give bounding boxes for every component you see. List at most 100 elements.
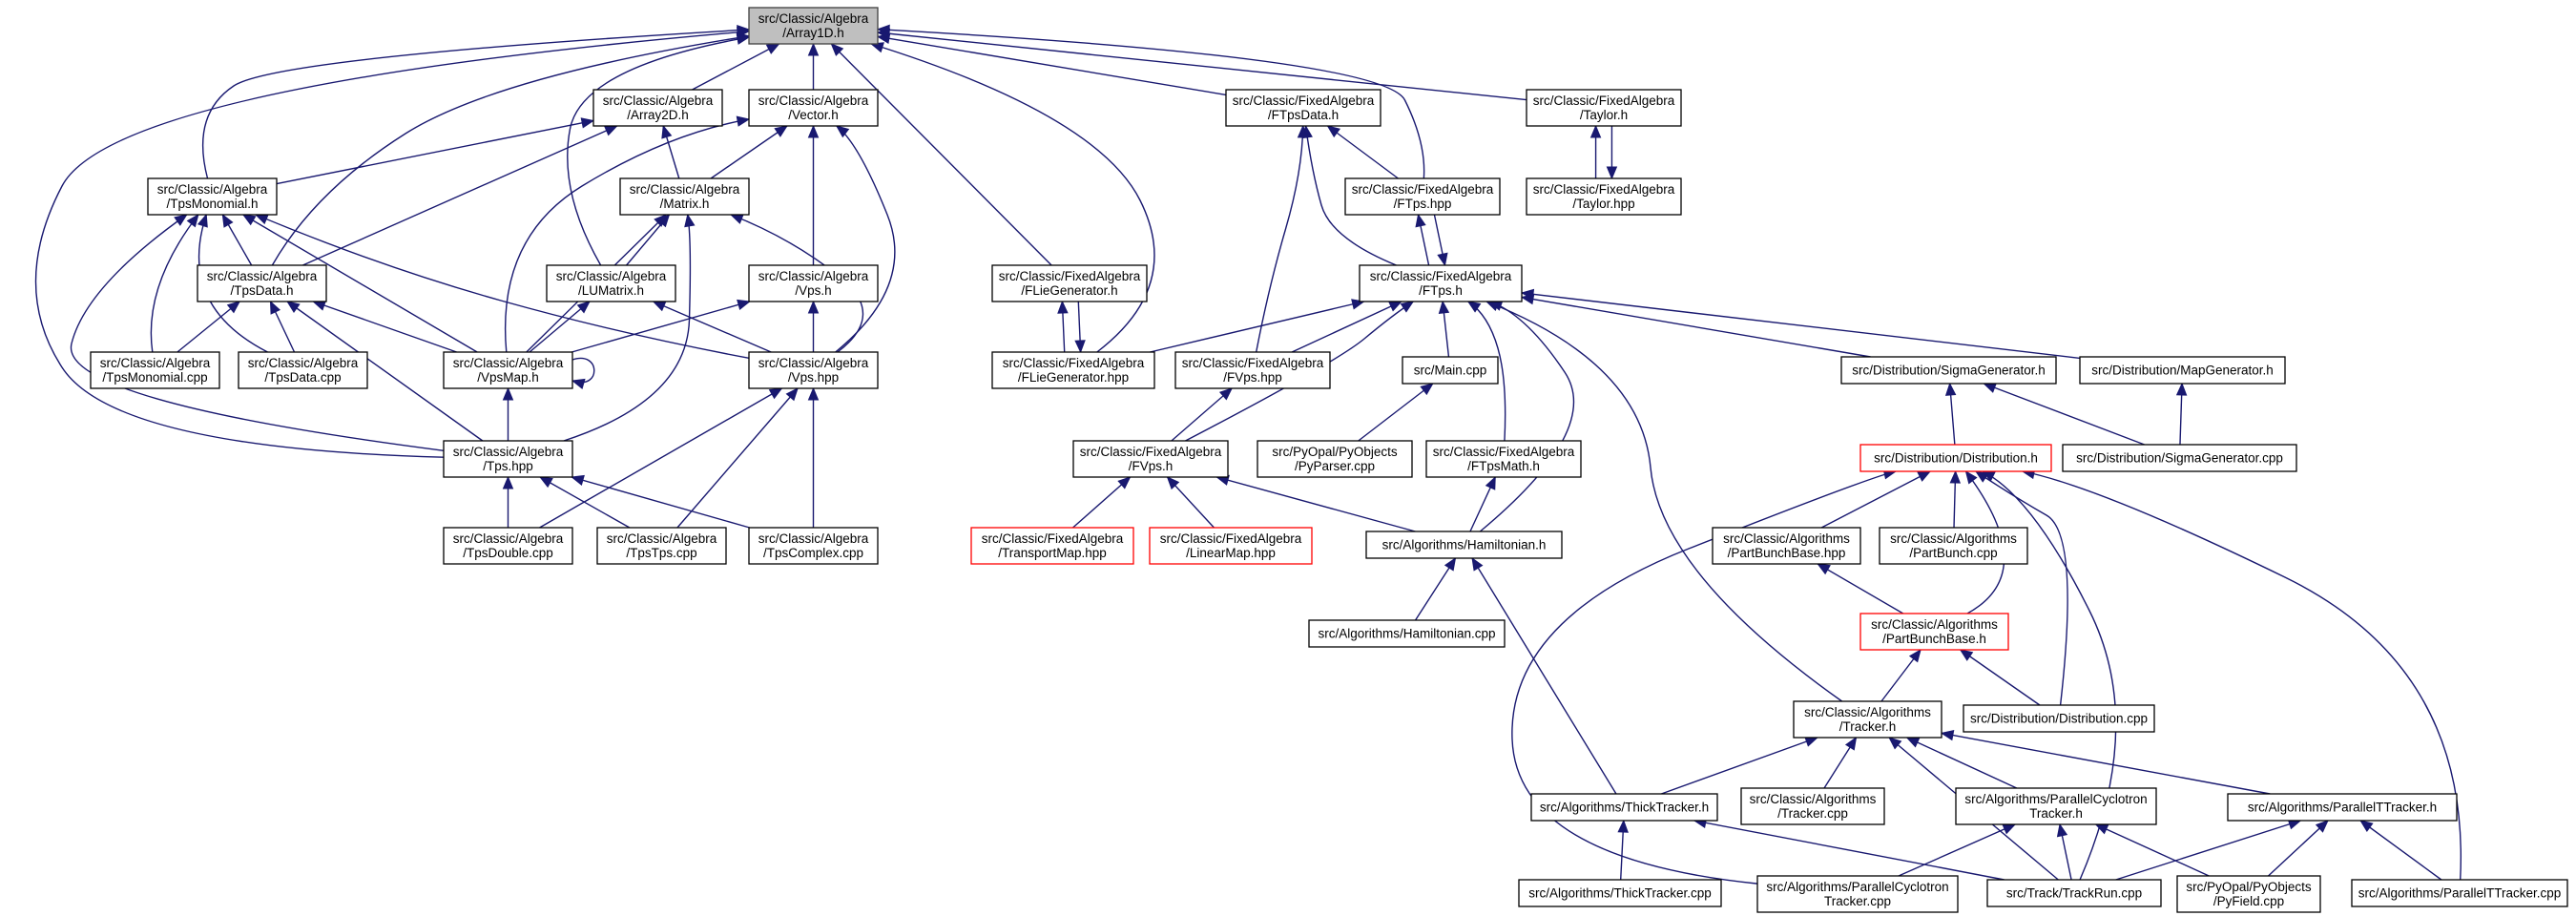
node-label-line: src/Classic/FixedAlgebra (1533, 182, 1675, 197)
node-label-line: src/Classic/FixedAlgebra (1003, 356, 1145, 370)
arrow-head (736, 33, 751, 45)
node-box (748, 264, 879, 302)
file-node-distribution-cpp[interactable]: src/Distribution/Distribution.cpp (1963, 704, 2155, 733)
node-label-line: src/Distribution/SigmaGenerator.h (1852, 364, 2046, 378)
file-node-ftps-hpp[interactable]: src/Classic/FixedAlgebra/FTps.hpp (1344, 177, 1501, 216)
node-box (1530, 793, 1718, 822)
file-node-distribution-h[interactable]: src/Distribution/Distribution.h (1859, 444, 2052, 472)
arrow-head (269, 300, 281, 315)
edge-vps_h-to-vector (807, 124, 820, 265)
node-box (1859, 613, 2009, 651)
edge-pyfield-to-partt_h (2267, 820, 2329, 877)
edge-line (1358, 383, 1434, 442)
file-node-tracker-cpp[interactable]: src/Classic/Algorithms/Tracker.cpp (1740, 787, 1885, 825)
node-box (238, 351, 368, 389)
edge-vps_hpp-to-lumatrix (652, 301, 772, 353)
file-node-thicktracker-cpp[interactable]: src/Algorithms/ThickTracker.cpp (1518, 879, 1722, 907)
edge-line (1521, 292, 2081, 360)
file-node-hamiltonian-h[interactable]: src/Algorithms/Hamiltonian.h (1365, 531, 1563, 559)
node-label-line: src/Classic/Algebra (556, 269, 667, 283)
edge-line (504, 118, 750, 353)
file-node-sigmagen-h[interactable]: src/Distribution/SigmaGenerator.h (1840, 356, 2057, 385)
node-label-line: src/Classic/FixedAlgebra (1080, 445, 1222, 459)
edge-partbunchbase_h-to-partbunchbase_hpp (1817, 563, 1904, 614)
file-node-pyparser[interactable]: src/PyOpal/PyObjects/PyParser.cpp (1257, 440, 1413, 478)
file-node-tracker-h[interactable]: src/Classic/Algorithms/Tracker.h (1793, 700, 1942, 739)
file-node-tpsdouble[interactable]: src/Classic/Algebra/TpsDouble.cpp (443, 527, 573, 565)
file-node-partbunch-cpp[interactable]: src/Classic/Algorithms/PartBunch.cpp (1879, 527, 2028, 565)
file-node-fvps-h[interactable]: src/Classic/FixedAlgebra/FVps.h (1072, 440, 1229, 478)
file-node-tpsmonomial-h[interactable]: src/Classic/Algebra/TpsMonomial.h (147, 177, 278, 216)
edge-ftpsdata-to-array1d (876, 32, 1227, 96)
file-node-matrix[interactable]: src/Classic/Algebra/Matrix.h (619, 177, 750, 216)
arrow-head (1057, 300, 1069, 314)
file-node-vpsmap[interactable]: src/Classic/Algebra/VpsMap.h (443, 351, 573, 389)
edge-hamiltonian_h-to-fvps_h (1215, 474, 1416, 532)
node-label-line: /PartBunchBase.hpp (1728, 546, 1846, 560)
arrow-head (2315, 820, 2329, 833)
file-node-transportmap[interactable]: src/Classic/FixedAlgebra/TransportMap.hp… (970, 527, 1134, 565)
file-node-fliegen-h[interactable]: src/Classic/FixedAlgebra/FLieGenerator.h (991, 264, 1148, 302)
file-node-fvps-hpp[interactable]: src/Classic/FixedAlgebra/FVps.hpp (1174, 351, 1331, 389)
node-label-line: src/Algorithms/ThickTracker.h (1540, 801, 1709, 815)
file-node-tpstps[interactable]: src/Classic/Algebra/TpsTps.cpp (596, 527, 727, 565)
node-box (197, 264, 327, 302)
edge-line (539, 476, 631, 529)
file-node-taylor-h[interactable]: src/Classic/FixedAlgebra/Taylor.h (1526, 89, 1682, 127)
file-node-fliegen-hpp[interactable]: src/Classic/FixedAlgebra/FLieGenerator.h… (991, 351, 1155, 389)
file-node-ftpsmath[interactable]: src/Classic/FixedAlgebra/FTpsMath.h (1425, 440, 1582, 478)
node-box (1526, 177, 1682, 216)
file-node-sigmagen-cpp[interactable]: src/Distribution/SigmaGenerator.cpp (2062, 444, 2297, 472)
node-box (147, 177, 278, 216)
file-node-array2d[interactable]: src/Classic/Algebra/Array2D.h (592, 89, 723, 127)
file-node-partbunchbase-h[interactable]: src/Classic/Algorithms/PartBunchBase.h (1859, 613, 2009, 651)
node-label-line: /FLieGenerator.hpp (1018, 370, 1129, 385)
node-box (2062, 444, 2297, 472)
file-node-vps-hpp[interactable]: src/Classic/Algebra/Vps.hpp (748, 351, 879, 389)
edge-pyfield-to-parcyc_h (2094, 823, 2210, 877)
node-label-line: src/Classic/Algebra (157, 182, 268, 197)
file-node-tps-hpp[interactable]: src/Classic/Algebra/Tps.hpp (443, 440, 573, 478)
arrow-head (652, 301, 667, 312)
arrow-head (1617, 819, 1629, 833)
file-node-parcyc-h[interactable]: src/Algorithms/ParallelCyclotronTracker.… (1955, 787, 2157, 825)
file-node-tpscomplex[interactable]: src/Classic/Algebra/TpsComplex.cpp (748, 527, 879, 565)
file-node-vps-h[interactable]: src/Classic/Algebra/Vps.h (748, 264, 879, 302)
file-node-tpsmonomial-cpp[interactable]: src/Classic/Algebra/TpsMonomial.cpp (90, 351, 220, 389)
node-label-line: src/Classic/Algebra (758, 356, 869, 370)
file-node-taylor-hpp[interactable]: src/Classic/FixedAlgebra/Taylor.hpp (1526, 177, 1682, 216)
file-node-ftpsdata[interactable]: src/Classic/FixedAlgebra/FTpsData.h (1225, 89, 1381, 127)
arrow-head (737, 27, 751, 38)
file-node-tpsdata-cpp[interactable]: src/Classic/Algebra/TpsData.cpp (238, 351, 368, 389)
file-node-partt-h[interactable]: src/Algorithms/ParallelTTracker.h (2227, 793, 2458, 822)
file-node-hamiltonian-cpp[interactable]: src/Algorithms/Hamiltonian.cpp (1308, 619, 1506, 648)
node-label-line: /TpsDouble.cpp (463, 546, 553, 560)
arrow-head (736, 115, 751, 127)
file-node-main-cpp[interactable]: src/Main.cpp (1402, 356, 1499, 385)
file-node-lumatrix[interactable]: src/Classic/Algebra/LUMatrix.h (546, 264, 676, 302)
file-node-ftps-h[interactable]: src/Classic/FixedAlgebra/FTps.h (1359, 264, 1523, 302)
file-node-partbunchbase-hpp[interactable]: src/Classic/Algorithms/PartBunchBase.hpp (1712, 527, 1861, 565)
node-box (1955, 787, 2157, 825)
edge-line (571, 301, 750, 353)
file-node-partt-cpp[interactable]: src/Algorithms/ParallelTTracker.cpp (2351, 879, 2568, 907)
file-node-vector[interactable]: src/Classic/Algebra/Vector.h (748, 89, 879, 127)
node-box (443, 351, 573, 389)
node-box (1072, 440, 1229, 478)
arrow-head (1817, 563, 1831, 575)
file-node-linearmap[interactable]: src/Classic/FixedAlgebra/LinearMap.hpp (1149, 527, 1313, 565)
file-node-trackrun[interactable]: src/Track/TrackRun.cpp (1986, 879, 2162, 907)
file-node-array1d[interactable]: src/Classic/Algebra/Array1D.h (748, 7, 879, 45)
node-box (1518, 879, 1722, 907)
node-label-line: src/PyOpal/PyObjects (1272, 445, 1398, 459)
arrow-head (1485, 475, 1496, 490)
file-node-thicktracker-h[interactable]: src/Algorithms/ThickTracker.h (1530, 793, 1718, 822)
edge-tps_hpp-to-tpsmonomial_h (70, 214, 445, 451)
node-label-line: src/Classic/Algebra (453, 531, 564, 546)
arrow-head (241, 214, 257, 226)
node-label-line: src/Classic/Algorithms (1871, 617, 1998, 632)
file-node-parcyc-cpp[interactable]: src/Algorithms/ParallelCyclotronTracker.… (1756, 875, 1959, 913)
file-node-pyfield[interactable]: src/PyOpal/PyObjects/PyField.cpp (2176, 875, 2321, 913)
file-node-tpsdata-h[interactable]: src/Classic/Algebra/TpsData.h (197, 264, 327, 302)
file-node-mapgen-h[interactable]: src/Distribution/MapGenerator.h (2079, 356, 2286, 385)
